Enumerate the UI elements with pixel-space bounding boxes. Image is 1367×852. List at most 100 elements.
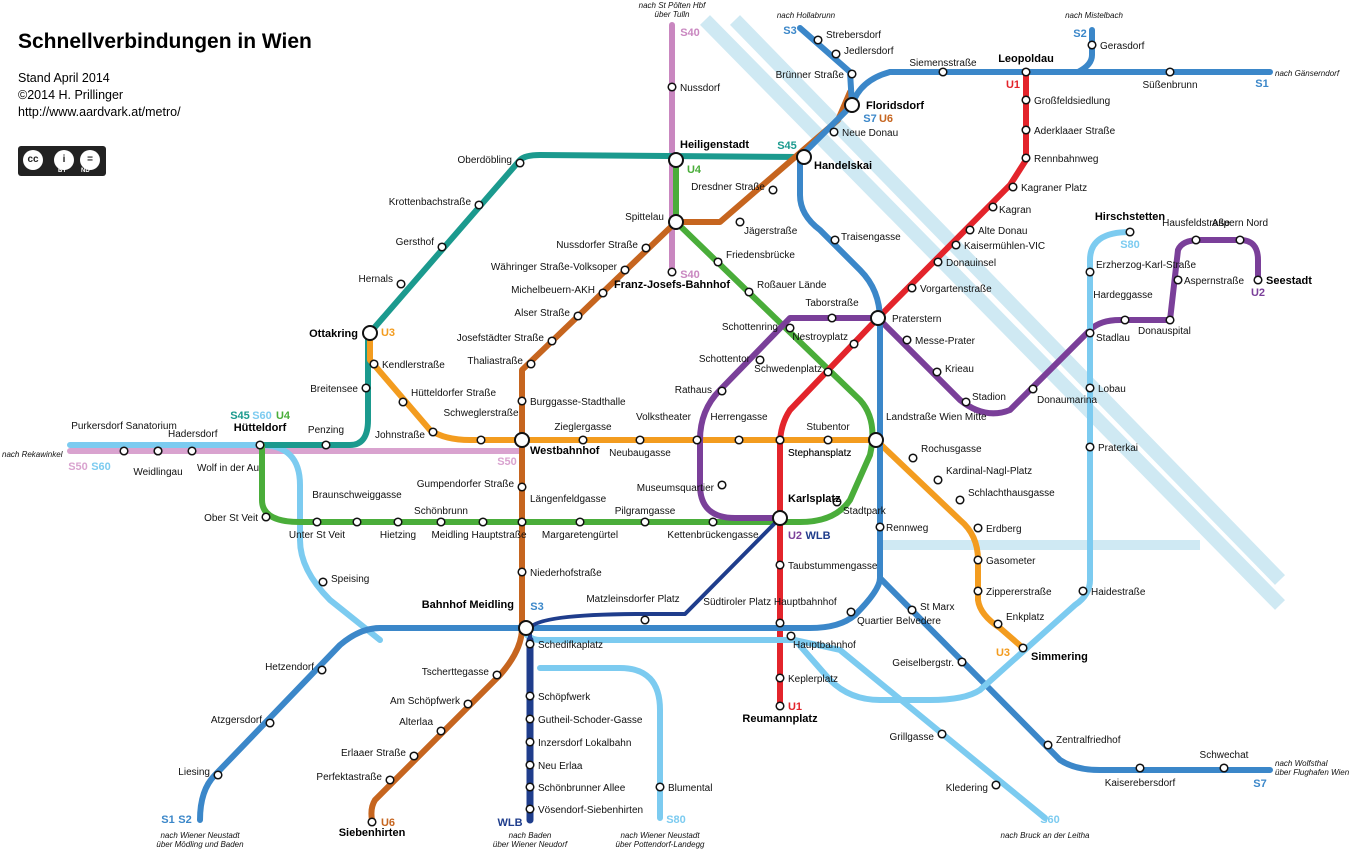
station-stop[interactable] [713,257,723,267]
station-stop[interactable] [525,760,535,770]
station-stop[interactable] [1078,586,1088,596]
station-stop[interactable] [973,523,983,533]
station-stop[interactable] [938,67,948,77]
station-stop[interactable] [717,480,727,490]
station-stop[interactable] [1191,235,1201,245]
station-stop[interactable] [620,265,630,275]
station-stop[interactable] [667,267,677,277]
station-stop[interactable] [575,517,585,527]
station-stop[interactable] [796,149,812,165]
station-stop[interactable] [775,435,785,445]
station-stop[interactable] [119,446,129,456]
station-stop[interactable] [951,240,961,250]
station-stop[interactable] [768,185,778,195]
station-stop[interactable] [153,446,163,456]
station-stop[interactable] [831,49,841,59]
station-stop[interactable] [830,235,840,245]
station-stop[interactable] [1021,95,1031,105]
station-stop[interactable] [436,726,446,736]
station-stop[interactable] [525,737,535,747]
station-stop[interactable] [755,355,765,365]
station-stop[interactable] [902,335,912,345]
station-stop[interactable] [463,699,473,709]
station-stop[interactable] [668,214,684,230]
station-stop[interactable] [578,435,588,445]
station-stop[interactable] [428,427,438,437]
station-stop[interactable] [1135,763,1145,773]
station-stop[interactable] [1085,328,1095,338]
station-stop[interactable] [847,69,857,79]
station-stop[interactable] [813,35,823,45]
station-stop[interactable] [1235,235,1245,245]
station-stop[interactable] [1043,740,1053,750]
station-stop[interactable] [907,283,917,293]
station-stop[interactable] [1173,275,1183,285]
station-stop[interactable] [772,510,788,526]
station-stop[interactable] [517,567,527,577]
station-stop[interactable] [525,804,535,814]
station-stop[interactable] [955,495,965,505]
station-stop[interactable] [517,396,527,406]
station-stop[interactable] [478,517,488,527]
station-stop[interactable] [933,257,943,267]
station-stop[interactable] [598,288,608,298]
station-stop[interactable] [844,97,860,113]
station-stop[interactable] [775,618,785,628]
station-stop[interactable] [640,517,650,527]
station-stop[interactable] [827,313,837,323]
station-stop[interactable] [398,397,408,407]
station-stop[interactable] [474,200,484,210]
station-stop[interactable] [933,475,943,485]
station-stop[interactable] [635,435,645,445]
station-stop[interactable] [367,817,377,827]
station-stop[interactable] [361,383,371,393]
station-stop[interactable] [829,127,839,137]
station-stop[interactable] [312,517,322,527]
station-stop[interactable] [393,517,403,527]
station-stop[interactable] [187,446,197,456]
station-stop[interactable] [1219,763,1229,773]
station-stop[interactable] [1018,643,1028,653]
station-stop[interactable] [409,751,419,761]
station-stop[interactable] [1120,315,1130,325]
station-stop[interactable] [547,336,557,346]
station-stop[interactable] [641,243,651,253]
station-stop[interactable] [492,670,502,680]
station-stop[interactable] [991,780,1001,790]
station-stop[interactable] [525,714,535,724]
station-stop[interactable] [321,440,331,450]
station-stop[interactable] [265,718,275,728]
station-stop[interactable] [514,432,530,448]
station-stop[interactable] [667,82,677,92]
station-stop[interactable] [775,673,785,683]
station-stop[interactable] [1165,315,1175,325]
station-stop[interactable] [655,782,665,792]
station-stop[interactable] [775,560,785,570]
station-stop[interactable] [317,665,327,675]
station-stop[interactable] [908,453,918,463]
station-stop[interactable] [735,217,745,227]
station-stop[interactable] [476,435,486,445]
station-stop[interactable] [832,497,842,507]
station-stop[interactable] [1085,442,1095,452]
station-stop[interactable] [823,367,833,377]
station-stop[interactable] [1021,125,1031,135]
station-stop[interactable] [255,440,265,450]
station-stop[interactable] [640,615,650,625]
station-stop[interactable] [868,432,884,448]
station-stop[interactable] [261,512,271,522]
station-stop[interactable] [775,701,785,711]
station-stop[interactable] [436,517,446,527]
station-stop[interactable] [932,367,942,377]
station-stop[interactable] [517,482,527,492]
station-stop[interactable] [362,325,378,341]
station-stop[interactable] [965,225,975,235]
station-stop[interactable] [957,657,967,667]
station-stop[interactable] [1165,67,1175,77]
station-stop[interactable] [437,242,447,252]
station-stop[interactable] [1008,182,1018,192]
station-stop[interactable] [785,323,795,333]
station-stop[interactable] [875,522,885,532]
station-stop[interactable] [973,555,983,565]
station-stop[interactable] [1125,227,1135,237]
